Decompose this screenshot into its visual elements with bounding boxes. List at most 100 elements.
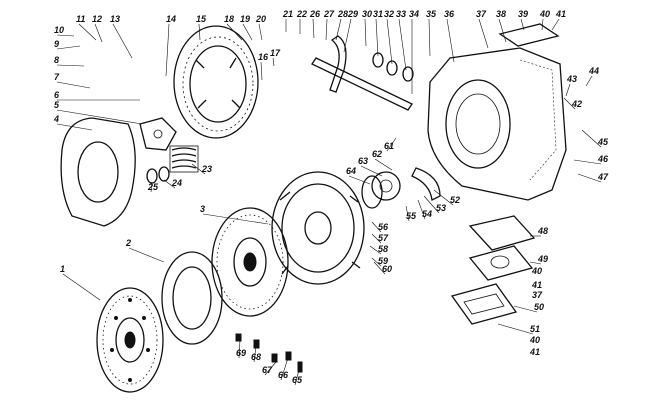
callout-34: 34 xyxy=(409,9,419,19)
leader-line-59 xyxy=(371,257,382,267)
callout-68: 68 xyxy=(251,352,261,362)
leader-line-55 xyxy=(405,205,410,222)
leader-line-1 xyxy=(62,273,101,301)
callout-dup-2-41: 41 xyxy=(531,280,542,290)
leader-line-50 xyxy=(513,305,538,313)
part-24-25-washers xyxy=(146,166,170,184)
part-63-64-release-bearing xyxy=(361,171,401,209)
part-23-spring xyxy=(169,145,199,173)
callout-dup-1-40: 40 xyxy=(531,266,542,276)
callout-13: 13 xyxy=(110,14,120,24)
leader-line-67 xyxy=(264,361,277,376)
leader-line-53 xyxy=(423,195,440,214)
leader-line-5 xyxy=(56,109,143,125)
leader-line-23 xyxy=(191,163,206,175)
callout-45: 45 xyxy=(597,137,609,147)
leader-line-44 xyxy=(585,75,593,87)
callout-47: 47 xyxy=(597,172,609,182)
callout-16: 16 xyxy=(258,52,269,62)
part-5-bracket xyxy=(139,117,177,151)
leader-line-52 xyxy=(433,189,454,206)
callout-57: 57 xyxy=(378,233,389,243)
callout-20: 20 xyxy=(255,14,266,24)
leader-line-43 xyxy=(565,83,571,97)
leader-line-35 xyxy=(428,18,431,57)
leader-line-39 xyxy=(520,18,525,31)
callout-50: 50 xyxy=(534,302,544,312)
callout-dup-4-41: 41 xyxy=(529,347,540,357)
leader-line-17 xyxy=(272,57,275,67)
leader-line-24 xyxy=(163,179,176,189)
callout-3: 3 xyxy=(200,204,205,214)
callout-2: 2 xyxy=(125,238,131,248)
leader-line-45 xyxy=(581,129,602,148)
callout-33: 33 xyxy=(396,9,406,19)
callout-48: 48 xyxy=(537,226,548,236)
callout-65: 65 xyxy=(292,375,303,385)
part-4-cover-plate xyxy=(60,117,136,227)
part-39-gasket xyxy=(498,23,560,47)
leader-line-64 xyxy=(348,175,371,185)
leader-line-8 xyxy=(56,64,85,67)
leader-line-7 xyxy=(56,81,91,89)
leader-line-61 xyxy=(386,137,397,152)
callout-17: 17 xyxy=(270,48,281,58)
leader-line-69 xyxy=(238,339,241,359)
leader-line-66 xyxy=(280,357,289,381)
callout-55: 55 xyxy=(406,211,417,221)
leader-line-56 xyxy=(371,221,382,233)
callout-30: 30 xyxy=(362,9,372,19)
leader-line-14 xyxy=(165,23,170,77)
callout-18: 18 xyxy=(224,14,234,24)
leader-line-65 xyxy=(294,365,301,386)
leader-line-9 xyxy=(56,45,81,50)
leader-line-31 xyxy=(375,18,379,57)
leader-line-33 xyxy=(398,18,407,71)
leader-line-20 xyxy=(258,23,263,41)
callout-12: 12 xyxy=(92,14,102,24)
leader-line-63 xyxy=(360,165,383,177)
callout-63: 63 xyxy=(358,156,368,166)
callout-46: 46 xyxy=(597,154,609,164)
leader-line-60 xyxy=(373,261,386,275)
callout-61: 61 xyxy=(384,141,394,151)
leader-line-11 xyxy=(78,23,97,41)
leader-line-4 xyxy=(56,123,93,131)
part-3-driven-disc xyxy=(211,207,289,317)
callout-52: 52 xyxy=(450,195,460,205)
callout-31: 31 xyxy=(373,9,383,19)
leader-line-47 xyxy=(577,173,602,183)
callout-37: 37 xyxy=(476,9,487,19)
leader-line-26 xyxy=(312,18,315,39)
leader-line-58 xyxy=(369,245,382,255)
callout-53: 53 xyxy=(436,203,446,213)
leader-line-30 xyxy=(364,18,367,47)
callout-44: 44 xyxy=(588,66,599,76)
callout-40: 40 xyxy=(539,9,550,19)
callout-41: 41 xyxy=(555,9,566,19)
part-50-bottom-plate xyxy=(450,283,518,325)
leader-line-13 xyxy=(112,23,133,59)
callout-15: 15 xyxy=(196,14,207,24)
callout-5: 5 xyxy=(54,100,60,110)
part-46-shaft xyxy=(311,57,413,111)
callout-1: 1 xyxy=(60,264,65,274)
callout-42: 42 xyxy=(571,99,582,109)
leader-line-10 xyxy=(56,34,75,37)
callout-6: 6 xyxy=(54,90,60,100)
callout-43: 43 xyxy=(566,74,577,84)
callout-dup-3-40: 40 xyxy=(529,335,540,345)
callout-dup-0-37: 37 xyxy=(532,290,543,300)
leader-line-40 xyxy=(541,18,544,31)
callout-leader-lines xyxy=(56,18,602,386)
part-36-clutch-housing xyxy=(427,47,567,201)
leader-line-49 xyxy=(529,261,542,265)
leader-line-42 xyxy=(563,97,576,110)
callout-67: 67 xyxy=(262,365,273,375)
leader-line-28 xyxy=(335,18,342,41)
callout-11: 11 xyxy=(76,14,85,24)
callout-8: 8 xyxy=(54,55,59,65)
callout-36: 36 xyxy=(444,9,455,19)
